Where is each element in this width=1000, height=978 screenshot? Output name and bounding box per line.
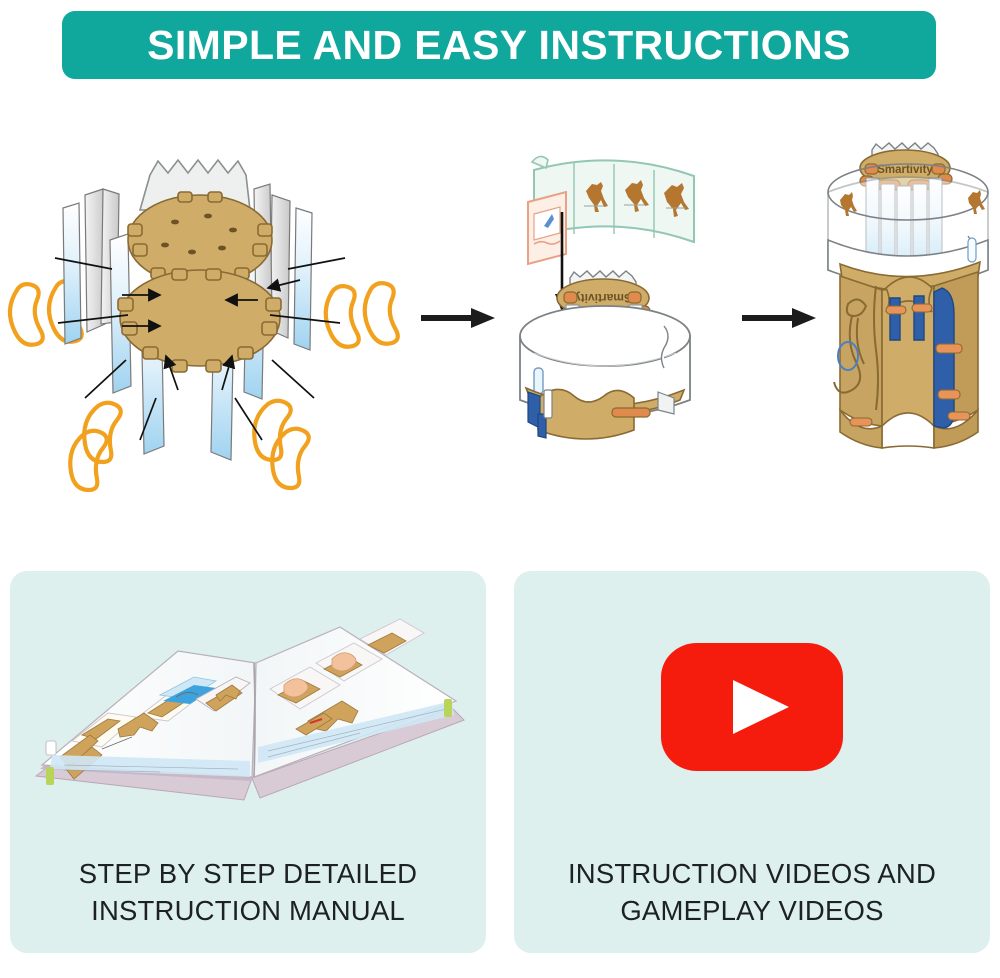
animation-strip-part — [527, 155, 695, 266]
inner-slats-part — [865, 177, 943, 275]
orange-connector-parts — [849, 303, 971, 427]
assembly-step-1-exploded-parts — [0, 140, 400, 530]
crank-handle-part — [833, 298, 868, 394]
step-arrow-1-icon — [421, 305, 497, 331]
caption-line-1: STEP BY STEP DETAILED — [78, 858, 418, 890]
instruction-videos-caption: INSTRUCTION VIDEOS AND GAMEPLAY VIDEOS — [514, 856, 990, 929]
feature-cards-row: STEP BY STEP DETAILED INSTRUCTION MANUAL… — [0, 571, 1000, 953]
assembly-arrow-lines — [54, 257, 346, 441]
rubber-band-icon — [7, 279, 400, 493]
caption-line-2: INSTRUCTION MANUAL — [91, 894, 405, 926]
assembly-step-3-finished-zoetrope: Smartivity — [818, 140, 1000, 530]
instruction-manual-image — [10, 571, 486, 843]
feature-card-instruction-videos[interactable]: INSTRUCTION VIDEOS AND GAMEPLAY VIDEOS — [514, 571, 990, 953]
assembly-steps-strip: Smartivity — [0, 140, 1000, 530]
brand-text-smartivity: Smartivity — [877, 164, 933, 176]
instruction-videos-image — [514, 571, 990, 843]
caption-line-2: GAMEPLAY VIDEOS — [620, 894, 884, 926]
zoetrope-drum-part: Smartivity — [519, 270, 691, 440]
assembly-step-2-insert-strip: Smartivity — [498, 140, 730, 530]
caption-line-1: INSTRUCTION VIDEOS AND — [567, 858, 937, 890]
horse-frame-icon — [840, 190, 985, 216]
youtube-play-icon[interactable] — [659, 641, 845, 773]
page-title: SIMPLE AND EASY INSTRUCTIONS — [147, 21, 851, 68]
instruction-manual-caption: STEP BY STEP DETAILED INSTRUCTION MANUAL — [10, 856, 486, 929]
feature-card-instruction-manual[interactable]: STEP BY STEP DETAILED INSTRUCTION MANUAL — [10, 571, 486, 953]
svg-text:Smartivity: Smartivity — [574, 291, 632, 305]
step-arrow-2-icon — [742, 305, 818, 331]
header-banner: SIMPLE AND EASY INSTRUCTIONS — [62, 11, 936, 79]
top-disc-part: Smartivity — [859, 142, 953, 191]
